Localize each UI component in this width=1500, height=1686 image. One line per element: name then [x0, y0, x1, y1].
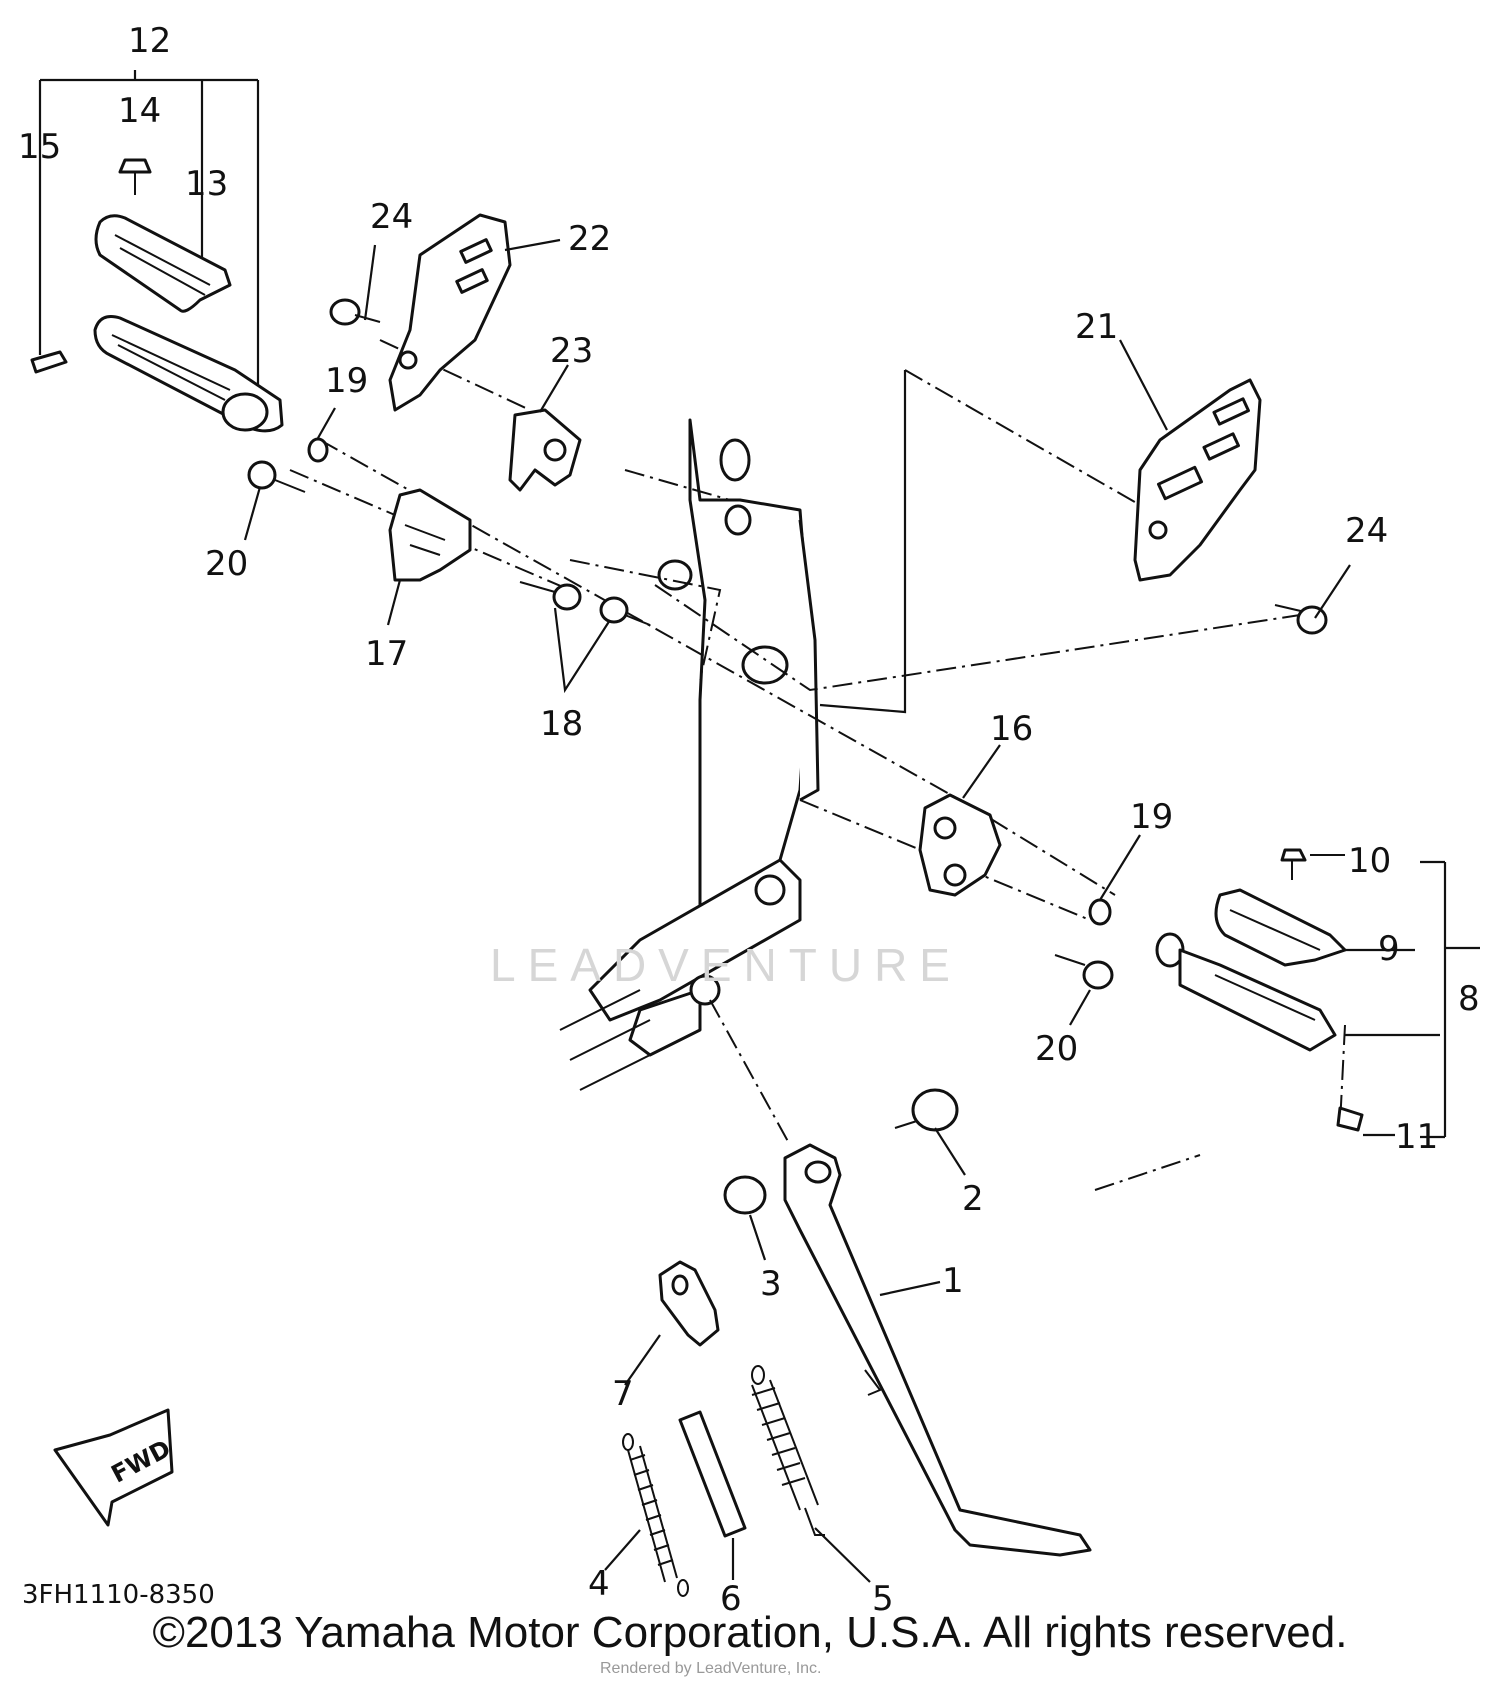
- rendered-by-notice: Rendered by LeadVenture, Inc.: [600, 1660, 822, 1677]
- bolt-24-left: [329, 298, 381, 326]
- callout-10: 10: [1348, 841, 1391, 881]
- callout-14: 14: [118, 91, 161, 131]
- callout-4: 4: [588, 1564, 610, 1604]
- right-footrest-assembly: [1155, 848, 1364, 1132]
- bracket-23: [508, 408, 582, 492]
- callout-22: 22: [568, 219, 611, 259]
- right-footrest-plate: [1133, 378, 1262, 582]
- diagram-code: 3FH1110-8350: [22, 1580, 215, 1610]
- callout-19-left: 19: [325, 361, 368, 401]
- bolt-24-right: [1274, 604, 1328, 635]
- callout-8: 8: [1458, 979, 1480, 1019]
- callout-18: 18: [540, 704, 583, 744]
- spring-5: [751, 1365, 825, 1536]
- copyright-notice: ©2013 Yamaha Motor Corporation, U.S.A. A…: [152, 1608, 1348, 1657]
- spring-4: [622, 1433, 689, 1597]
- callout-3: 3: [760, 1264, 782, 1304]
- collar-6: [678, 1410, 747, 1538]
- callout-7: 7: [612, 1374, 634, 1414]
- callout-9: 9: [1378, 929, 1400, 969]
- callout-6: 6: [720, 1579, 742, 1619]
- bolt-20-left: [247, 460, 306, 493]
- callout-20-right: 20: [1035, 1029, 1078, 1069]
- bolts-18: [519, 581, 651, 626]
- callout-11: 11: [1395, 1117, 1438, 1157]
- callout-15: 15: [18, 127, 61, 167]
- sidestand: [783, 1143, 1092, 1557]
- watermark: LEADVENTURE: [490, 939, 962, 991]
- callout-19-right: 19: [1130, 797, 1173, 837]
- callout-16: 16: [990, 709, 1033, 749]
- washer-19-right: [1088, 898, 1112, 926]
- fwd-arrow-icon: FWD: [53, 1408, 175, 1527]
- callout-17: 17: [365, 634, 408, 674]
- left-footrest-assembly: [30, 158, 284, 433]
- callout-21: 21: [1075, 307, 1118, 347]
- bolt-20-right: [1054, 954, 1114, 990]
- callout-12: 12: [128, 21, 171, 61]
- callout-13: 13: [185, 164, 228, 204]
- bracket-16: [918, 793, 1002, 897]
- callout-23: 23: [550, 331, 593, 371]
- plate-7: [658, 1260, 720, 1347]
- callout-20-left: 20: [205, 544, 248, 584]
- washer-19-left: [307, 437, 329, 463]
- bolt-2: [894, 1088, 959, 1132]
- callout-1: 1: [942, 1261, 964, 1301]
- callout-5: 5: [872, 1579, 894, 1619]
- callout-24-left: 24: [370, 197, 413, 237]
- bracket-17: [388, 488, 472, 582]
- callout-2: 2: [962, 1179, 984, 1219]
- left-footrest-plate: [388, 213, 512, 412]
- nut-3: [723, 1175, 767, 1215]
- callout-24-right: 24: [1345, 511, 1388, 551]
